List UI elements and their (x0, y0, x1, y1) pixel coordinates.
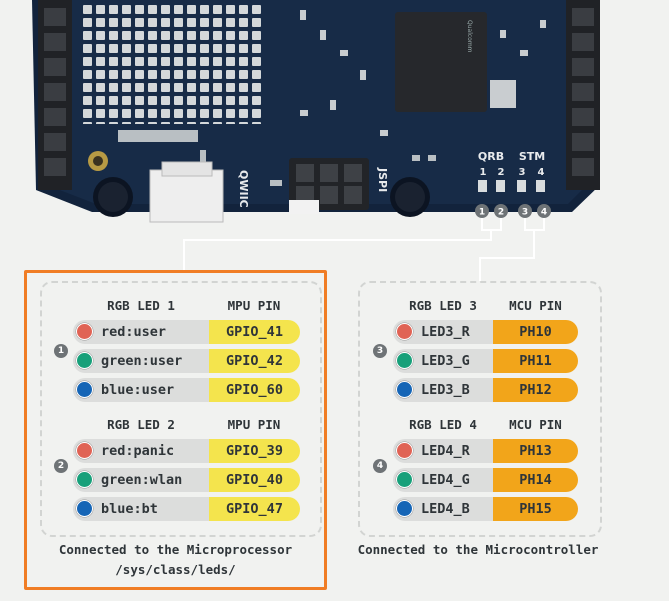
led-row: red:user GPIO_41 (73, 320, 300, 344)
green-led-dot (76, 352, 93, 369)
chip-text: Qualcomm (466, 20, 473, 53)
pin-value: PH15 (493, 497, 578, 521)
led-label: LED3_R (421, 324, 470, 340)
mpu-leds-group (40, 281, 322, 537)
mcu-caption: Connected to the Microcontroller (357, 542, 599, 557)
mpu-highlight-box (24, 270, 327, 590)
led-row: red:panic GPIO_39 (73, 439, 300, 463)
pin-value: GPIO_39 (209, 439, 300, 463)
led-row: blue:bt GPIO_47 (73, 497, 300, 521)
led-row: green:wlan GPIO_40 (73, 468, 300, 492)
svg-text:2: 2 (498, 208, 504, 218)
group-2-marker: 2 (54, 459, 68, 473)
red-led-dot (396, 442, 413, 459)
led-label: blue:user (101, 382, 175, 398)
mcu-leds-group (358, 281, 602, 537)
green-led-dot (76, 471, 93, 488)
mcu-pin-header-3: MCU PIN (509, 298, 562, 313)
qwiic-label: QWIIC (237, 170, 250, 208)
led-label: red:user (101, 324, 167, 340)
mpu-caption-line2: /sys/class/leds/ (115, 562, 236, 577)
header-number-2: 2 (498, 167, 505, 178)
led-row: LED3_B PH12 (393, 378, 578, 402)
led-label: LED4_B (421, 501, 470, 517)
group-4-marker: 4 (373, 459, 387, 473)
mpu-caption-line1: Connected to the Microprocessor (58, 542, 293, 557)
led-label: LED4_G (421, 472, 470, 488)
mpu-chip (395, 12, 487, 112)
svg-text:3: 3 (522, 208, 528, 218)
blue-led-dot (76, 500, 93, 517)
rgb-led-1-header: RGB LED 1 (107, 298, 175, 313)
led-row: LED4_B PH15 (393, 497, 578, 521)
blue-led-dot (396, 381, 413, 398)
pin-value: GPIO_60 (209, 378, 300, 402)
pin-value: GPIO_42 (209, 349, 300, 373)
led-marker-3 (518, 204, 532, 218)
mpu-caption: Connected to the Microprocessor /sys/cla… (24, 540, 327, 580)
svg-text:1: 1 (479, 208, 485, 218)
led-label: green:wlan (101, 472, 183, 488)
pin-value: GPIO_40 (209, 468, 300, 492)
led-label: LED3_B (421, 382, 470, 398)
red-led-dot (76, 442, 93, 459)
led-row: blue:user GPIO_60 (73, 378, 300, 402)
red-led-dot (76, 323, 93, 340)
led-row: green:user GPIO_42 (73, 349, 300, 373)
group-3-marker: 3 (373, 344, 387, 358)
pin-value: GPIO_41 (209, 320, 300, 344)
rgb-led-2-header: RGB LED 2 (107, 417, 175, 432)
led-marker-4 (537, 204, 551, 218)
qwiic-connector (149, 169, 224, 223)
led-row: LED4_R PH13 (393, 439, 578, 463)
led-marker-2 (494, 204, 508, 218)
pin-value: GPIO_47 (209, 497, 300, 521)
red-led-dot (396, 323, 413, 340)
stm-label: STM (519, 150, 545, 163)
led-marker-1 (475, 204, 489, 218)
led-label: green:user (101, 353, 183, 369)
pin-value: PH11 (493, 349, 578, 373)
pin-value: PH13 (493, 439, 578, 463)
rgb-led-4-header: RGB LED 4 (409, 417, 477, 432)
header-number-1: 1 (480, 167, 487, 178)
rgb-led-3-header: RGB LED 3 (409, 298, 477, 313)
qrb-label: QRB (478, 150, 504, 163)
mcu-pin-header-4: MCU PIN (509, 417, 562, 432)
mpu-pin-header-2: MPU PIN (227, 417, 281, 432)
pin-value: PH10 (493, 320, 578, 344)
led-label: red:panic (101, 443, 175, 459)
green-led-dot (396, 471, 413, 488)
board-illustration: Qualcomm QWIIC JSPI QRB STM 1 2 3 4 (32, 0, 600, 223)
led-label: blue:bt (101, 501, 158, 517)
svg-text:4: 4 (541, 208, 547, 218)
header-number-4: 4 (538, 167, 545, 178)
blue-led-dot (76, 381, 93, 398)
mpu-pin-header-1: MPU PIN (227, 298, 281, 313)
blue-led-dot (396, 500, 413, 517)
led-row: LED3_R PH10 (393, 320, 578, 344)
led-matrix (82, 4, 264, 124)
led-row: LED3_G PH11 (393, 349, 578, 373)
jspi-label: JSPI (376, 167, 389, 192)
group-1-marker: 1 (54, 344, 68, 358)
pin-value: PH12 (493, 378, 578, 402)
green-led-dot (396, 352, 413, 369)
led-row: LED4_G PH14 (393, 468, 578, 492)
led-label: LED4_R (421, 443, 470, 459)
header-number-3: 3 (519, 167, 526, 178)
pin-value: PH14 (493, 468, 578, 492)
led-label: LED3_G (421, 353, 470, 369)
